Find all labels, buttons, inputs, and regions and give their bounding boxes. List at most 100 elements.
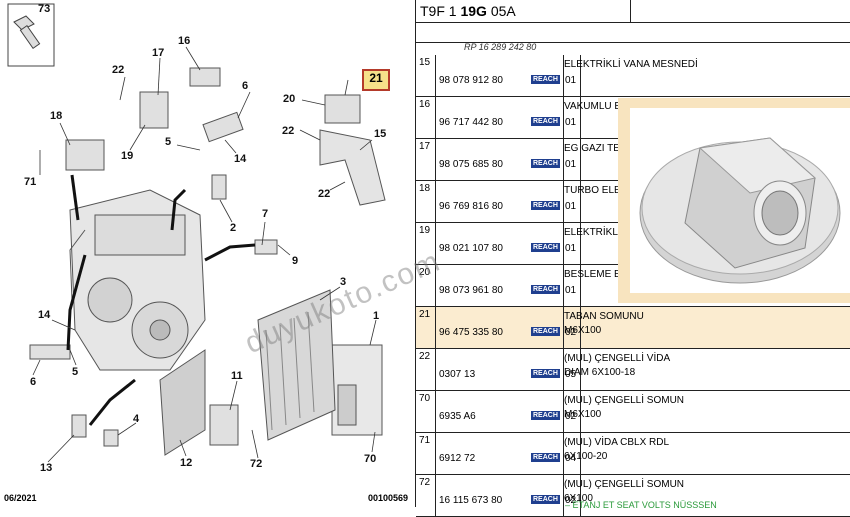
callout-16[interactable]: 16 bbox=[178, 35, 191, 47]
part-number[interactable]: 96 475 335 80 bbox=[439, 327, 503, 338]
description: (MUL) VİDA CBLX RDL bbox=[564, 437, 670, 448]
row-qty-cell: 04 bbox=[563, 433, 581, 474]
description: VAKUMLU E bbox=[564, 101, 622, 112]
part-number[interactable]: 96 717 442 80 bbox=[439, 117, 503, 128]
quantity: 05 bbox=[565, 369, 577, 380]
row-qty-cell: 01 bbox=[563, 97, 581, 138]
callout-1[interactable]: 1 bbox=[373, 310, 380, 322]
row-number: 20 bbox=[416, 265, 436, 306]
callout-12[interactable]: 12 bbox=[180, 457, 193, 469]
callout-6-top[interactable]: 6 bbox=[242, 80, 249, 92]
callout-9[interactable]: 9 bbox=[292, 255, 299, 267]
quantity: 04 bbox=[565, 453, 577, 464]
row-number: 21 bbox=[416, 307, 436, 348]
selected-callout-21[interactable]: 21 bbox=[362, 69, 390, 91]
part-number[interactable]: 98 021 107 80 bbox=[439, 243, 503, 254]
callout-6-left[interactable]: 6 bbox=[30, 376, 37, 388]
part-number[interactable]: 6912 72 bbox=[439, 453, 476, 464]
row-qty-cell: 01 bbox=[563, 139, 581, 180]
callout-20[interactable]: 20 bbox=[283, 93, 296, 105]
callout-2[interactable]: 2 bbox=[230, 222, 237, 234]
callout-22-mid[interactable]: 22 bbox=[282, 125, 295, 137]
callout-13[interactable]: 13 bbox=[40, 462, 53, 474]
diagram-code: T9F 1 19G 05A bbox=[420, 3, 516, 19]
panel-header: T9F 1 19G 05A bbox=[416, 0, 850, 23]
quantity: 02 bbox=[565, 411, 577, 422]
row-number: 22 bbox=[416, 349, 436, 390]
callout-14-left[interactable]: 14 bbox=[38, 309, 51, 321]
part-number[interactable]: 98 073 961 80 bbox=[439, 285, 503, 296]
row-qty-cell: 01 bbox=[563, 265, 581, 306]
row-qty-cell: 02 bbox=[563, 475, 581, 516]
reach-badge: REACH bbox=[531, 411, 560, 420]
reach-badge: REACH bbox=[531, 285, 560, 294]
description: ELEKTRİKLİ bbox=[564, 227, 621, 238]
callout-7[interactable]: 7 bbox=[262, 208, 269, 220]
callout-4[interactable]: 4 bbox=[133, 413, 140, 425]
part-number[interactable]: 0307 13 bbox=[439, 369, 476, 380]
engine-illustration bbox=[7, 3, 386, 463]
callout-18[interactable]: 18 bbox=[50, 110, 63, 122]
row-part-cell: 98 075 685 80 REACH bbox=[436, 139, 564, 180]
part-number[interactable]: 96 769 816 80 bbox=[439, 201, 503, 212]
quantity: 01 bbox=[565, 285, 577, 296]
row-number: 71 bbox=[416, 433, 436, 474]
reach-badge: REACH bbox=[531, 159, 560, 168]
part-number[interactable]: 16 115 673 80 bbox=[439, 495, 503, 506]
part-number[interactable]: 6935 A6 bbox=[439, 411, 476, 422]
description: TURBO ELE bbox=[564, 185, 621, 196]
row-number: 19 bbox=[416, 223, 436, 264]
reach-badge: REACH bbox=[531, 75, 560, 84]
callout-70[interactable]: 70 bbox=[364, 453, 377, 465]
callout-72[interactable]: 72 bbox=[250, 458, 263, 470]
row-part-cell: 96 769 816 80 REACH bbox=[436, 181, 564, 222]
bottom-cut-text: – ETANJ ET SEAT VOLTS NÜSSSEN bbox=[565, 500, 717, 510]
row-part-cell: 98 078 912 80 REACH bbox=[436, 55, 564, 96]
quantity: 02 bbox=[565, 495, 577, 506]
row-qty-cell: 02 bbox=[563, 391, 581, 432]
part-preview-image bbox=[630, 108, 850, 293]
footer-ref: 00100569 bbox=[368, 493, 409, 503]
description: ELEKTRİKLİ VANA MESNEDİ bbox=[564, 59, 698, 70]
callout-17[interactable]: 17 bbox=[152, 47, 165, 59]
callout-5-top[interactable]: 5 bbox=[165, 136, 172, 148]
description: (MUL) ÇENGELLİ SOMUN bbox=[564, 479, 685, 490]
part-number[interactable]: 98 078 912 80 bbox=[439, 75, 503, 86]
flange-nut-illustration bbox=[639, 137, 841, 284]
callout-5-left[interactable]: 5 bbox=[72, 366, 79, 378]
callout-22-top[interactable]: 22 bbox=[112, 64, 125, 76]
callout-3[interactable]: 3 bbox=[340, 276, 347, 288]
partial-reference: RP 16 289 242 80 bbox=[464, 42, 537, 52]
callout-14-top[interactable]: 14 bbox=[234, 153, 247, 165]
row-qty-cell: 02 bbox=[563, 307, 581, 348]
callout-22-right[interactable]: 22 bbox=[318, 188, 331, 200]
description-detail: M6X100 bbox=[564, 325, 602, 336]
row-part-cell: 6935 A6 REACH bbox=[436, 391, 564, 432]
row-part-cell: 98 073 961 80 REACH bbox=[436, 265, 564, 306]
callout-71[interactable]: 71 bbox=[24, 176, 37, 188]
row-qty-cell: 01 bbox=[563, 223, 581, 264]
reach-badge: REACH bbox=[531, 201, 560, 210]
quantity: 01 bbox=[565, 159, 577, 170]
callout-11[interactable]: 11 bbox=[231, 370, 243, 382]
callout-15[interactable]: 15 bbox=[374, 128, 387, 140]
callout-19[interactable]: 19 bbox=[121, 150, 134, 162]
footer-date: 06/2021 bbox=[4, 493, 37, 503]
part-number[interactable]: 98 075 685 80 bbox=[439, 159, 503, 170]
callout-73[interactable]: 73 bbox=[38, 3, 51, 15]
description: TABAN SOMUNU bbox=[564, 311, 644, 322]
quantity: 01 bbox=[565, 75, 577, 86]
